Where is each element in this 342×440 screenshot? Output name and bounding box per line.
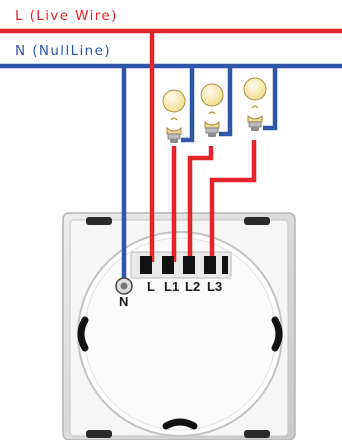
load-2-wire (187, 146, 214, 262)
mount-tab-bottom-right (244, 430, 270, 438)
terminal-label-n: N (119, 294, 128, 309)
terminal-screw-l1 (162, 256, 174, 274)
terminal-label-l1: L1 (164, 279, 179, 294)
terminal-label-l3: L3 (207, 279, 222, 294)
neutral-to-bulb-1 (181, 66, 195, 143)
light-bulb-icon (243, 77, 267, 131)
neutral-wiring (0, 63, 342, 284)
live-wiring (0, 28, 342, 262)
wire-labels: L (Live Wire) N (NullLine) (15, 8, 118, 59)
mount-tab-top-right (244, 217, 270, 225)
terminal-screw-end (222, 256, 228, 274)
bulb-3 (243, 77, 267, 131)
light-bulb-icon (162, 89, 186, 143)
null-line-label: N (NullLine) (15, 43, 111, 59)
neutral-to-bulb-3 (263, 66, 278, 131)
clip-bottom (162, 418, 198, 430)
light-bulb-icon (200, 83, 224, 137)
terminal-screw-l2 (183, 256, 195, 274)
live-wire-label: L (Live Wire) (15, 8, 118, 24)
mount-tab-top-left (86, 217, 112, 225)
terminal-labels: N L L1 L2 L3 (119, 279, 222, 309)
load-3-wire (209, 140, 257, 262)
neutral-screw-center (120, 282, 128, 290)
switch-body (62, 212, 296, 440)
clip-right (271, 316, 283, 352)
clip-left (77, 316, 89, 352)
neutral-to-bulb-2 (219, 66, 233, 137)
terminal-label-l: L (147, 279, 155, 294)
bulb-1 (162, 89, 186, 143)
terminal-screw-live (140, 256, 152, 274)
terminal-label-l2: L2 (185, 279, 200, 294)
mount-tab-bottom-left (86, 430, 112, 438)
terminal-screw-l3 (204, 256, 216, 274)
bulb-2 (200, 83, 224, 137)
terminal-screws (115, 256, 228, 295)
